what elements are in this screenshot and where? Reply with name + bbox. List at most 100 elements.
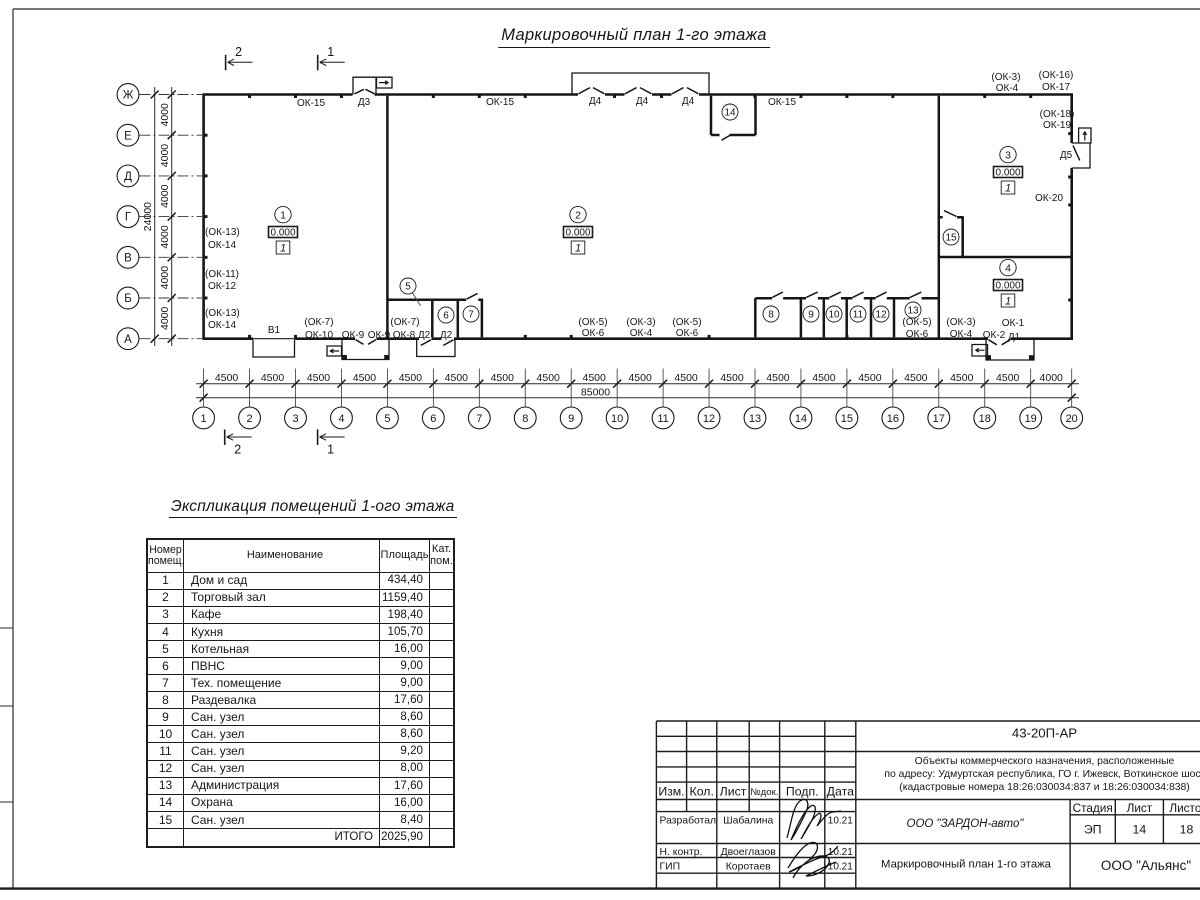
row-bubble-label: Е [124, 130, 132, 142]
column-bubble [467, 406, 491, 430]
arrow-left-icon [329, 348, 339, 354]
window-door-label: ОК-1 [1002, 318, 1025, 329]
cell-area: 8,40 [379, 810, 430, 829]
column-bubble-label: 3 [292, 413, 298, 425]
cell-num: 13 [146, 776, 184, 795]
cell-name: Сан. узел [183, 742, 380, 761]
segment-dim-label: 4500 [445, 372, 469, 384]
window-door-label: (ОК-3) [991, 72, 1020, 83]
room-number-circle [462, 305, 480, 323]
cell-name: Кафе [183, 605, 380, 624]
window-door-label: Д5 [1060, 150, 1073, 161]
cell-cat [429, 759, 455, 778]
segment-dim-label: 4500 [996, 372, 1020, 384]
stamp-col-ndok: №док. [750, 787, 778, 798]
dim-tick [167, 171, 177, 181]
segment-dim-label: 4500 [858, 372, 882, 384]
segment-dim-label: 4500 [904, 372, 928, 384]
cell-num: 9 [146, 708, 184, 727]
cell-area: 16,00 [379, 793, 430, 812]
stamp-listov-value: 18 [1180, 822, 1194, 836]
room5-leader-line [411, 292, 421, 307]
column-bubble [513, 406, 537, 430]
window-tick [1068, 132, 1071, 136]
window-tick [339, 95, 343, 98]
floor-type-box [1000, 180, 1016, 195]
column-bubble-label: 14 [795, 413, 807, 425]
column-bubble-label: 20 [1066, 413, 1078, 425]
segment-dim-label: 4000 [1040, 372, 1064, 384]
total-area: 2025,90 [379, 827, 430, 848]
window-tick [799, 95, 803, 98]
total-dim-label: 24000 [142, 202, 154, 231]
stamp-col-data: Дата [827, 784, 854, 798]
window-door-label: ОК-2 [983, 330, 1006, 341]
plan-vestibules-porches [252, 72, 1092, 361]
room-number-circle [762, 305, 780, 323]
plan-walls-interior [386, 95, 1072, 339]
cell-name: Сан. узел [183, 708, 380, 727]
dim-tick [167, 334, 177, 344]
column-bubble [697, 406, 721, 430]
window-door-label: Д4 [589, 96, 602, 107]
row-bubble-label: Д [124, 171, 132, 183]
row-bubble-label: Г [125, 212, 132, 224]
window-door-label: (ОК-13) [205, 308, 240, 319]
room-number: 12 [875, 310, 887, 321]
cell-num: 2 [146, 588, 184, 607]
column-bubble-label: 11 [657, 413, 668, 425]
cell-num: 15 [146, 810, 184, 829]
segment-dim-label: 4500 [766, 372, 790, 384]
segment-dim-label: 4000 [159, 103, 171, 127]
segment-dim-label: 4500 [812, 372, 836, 384]
stamp-stage-header: Стадия [1073, 801, 1113, 815]
row-bubble [116, 286, 140, 310]
window-door-label: Д3 [358, 97, 371, 108]
column-bubble [881, 406, 905, 430]
column-bubble-label: 19 [1025, 413, 1037, 425]
stamp-list-header: Лист [1127, 801, 1153, 815]
cell-name: Администрация [183, 776, 380, 795]
segment-dim-label: 4500 [353, 372, 377, 384]
window-tick [204, 133, 208, 137]
cell-name: Сан. узел [183, 725, 380, 744]
cell-name: Кухня [183, 622, 380, 641]
window-door-label: ОК-9 [368, 330, 391, 341]
cell-name: Котельная [183, 639, 380, 658]
window-tick [204, 255, 208, 259]
column-bubble-label: 2 [246, 413, 252, 425]
row-bubble [116, 83, 140, 106]
title-block-lines [655, 720, 1200, 889]
signature-2 [787, 841, 839, 879]
section-mark-label: 2 [235, 45, 242, 59]
column-bubble-label: 13 [749, 413, 761, 425]
window-door-label: ОК-6 [906, 329, 929, 340]
row-bubble-label: В [124, 252, 132, 264]
segment-dim-label: 4500 [491, 372, 515, 384]
elevation-box [992, 165, 1024, 179]
stamp-description-line3: (кадастровые номера 18:26:030034:837 и 1… [899, 782, 1190, 793]
column-bubble [330, 406, 353, 430]
cell-cat [429, 725, 455, 744]
row-bubble [116, 164, 140, 188]
floor-type-box [275, 240, 291, 255]
column-bubble-label: 10 [611, 413, 623, 425]
column-bubble [743, 406, 767, 430]
room-number: 6 [443, 311, 449, 322]
window-door-label: ОК-6 [582, 328, 605, 339]
room-number-circle [999, 258, 1017, 277]
segment-dim-label: 4500 [307, 372, 331, 384]
window-tick [891, 95, 895, 98]
window-tick [845, 95, 849, 98]
cell-area: 8,60 [379, 725, 430, 744]
window-door-label: ОК-15 [297, 98, 325, 109]
room-number-circle [904, 301, 922, 319]
window-door-label: (ОК-5) [578, 317, 607, 328]
room-number-circle [942, 228, 960, 246]
room-number-circle [721, 103, 739, 121]
